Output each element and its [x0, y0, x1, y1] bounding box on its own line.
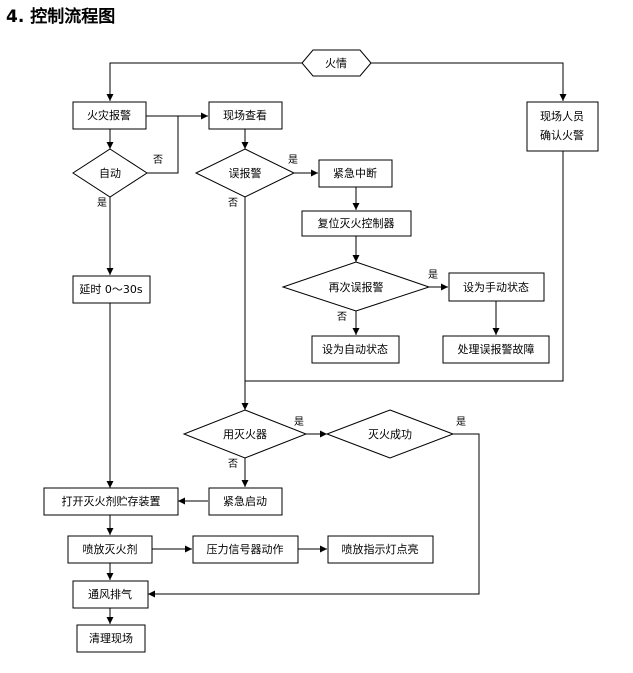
svg-text:喷放灭火剂: 喷放灭火剂: [83, 542, 138, 556]
edge-success-yes: [148, 433, 480, 598]
node-pressure-switch: 压力信号器动作: [192, 535, 299, 564]
svg-text:现场查看: 现场查看: [223, 108, 267, 122]
edge-fire-alarm: [106, 62, 302, 101]
svg-text:自动: 自动: [99, 167, 121, 180]
svg-text:火灾报警: 火灾报警: [87, 108, 131, 122]
svg-text:用灭火器: 用灭火器: [223, 428, 267, 441]
label-false-no: 否: [228, 197, 238, 209]
svg-text:设为手动状态: 设为手动状态: [463, 280, 529, 294]
node-set-auto: 设为自动状态: [311, 335, 400, 364]
node-set-manual: 设为手动状态: [448, 272, 545, 302]
node-use-extinguisher-decision: 用灭火器: [182, 409, 308, 459]
svg-text:喷放指示灯点亮: 喷放指示灯点亮: [342, 542, 419, 556]
node-fire: 火情: [301, 49, 372, 77]
edge-confirm-extinguisher: [245, 151, 564, 382]
label-success-yes: 是: [456, 416, 466, 428]
node-emergency-start: 紧急启动: [208, 487, 283, 516]
edge-auto-no: [147, 116, 179, 174]
node-emergency-stop: 紧急中断: [318, 159, 393, 188]
node-handle-fault: 处理误报警故障: [442, 335, 550, 364]
svg-text:误报警: 误报警: [229, 166, 262, 180]
page-title: 4. 控制流程图: [6, 7, 116, 27]
label-auto-no: 否: [153, 154, 163, 166]
node-false-alarm-decision: 误报警: [194, 148, 296, 198]
svg-text:紧急启动: 紧急启动: [223, 494, 267, 508]
svg-text:设为自动状态: 设为自动状态: [322, 342, 388, 356]
svg-text:灭火成功: 灭火成功: [368, 428, 412, 441]
node-success-decision: 灭火成功: [325, 409, 455, 459]
node-ventilate: 通风排气: [72, 580, 149, 609]
svg-text:延时 0～30s: 延时 0～30s: [79, 283, 142, 296]
label-again-yes: 是: [428, 269, 438, 281]
node-inspect: 现场查看: [208, 101, 283, 130]
label-again-no: 否: [337, 311, 347, 323]
node-alarm: 火灾报警: [72, 101, 147, 130]
edge-fire-confirm: [371, 62, 567, 101]
svg-text:通风排气: 通风排气: [88, 587, 132, 601]
svg-text:火情: 火情: [325, 57, 347, 70]
node-clean-site: 清理现场: [76, 624, 146, 653]
svg-text:再次误报警: 再次误报警: [329, 280, 384, 294]
node-indicator-light: 喷放指示灯点亮: [327, 535, 434, 564]
label-extinguisher-yes: 是: [294, 416, 304, 428]
svg-text:清理现场: 清理现场: [89, 631, 133, 645]
svg-text:现场人员: 现场人员: [540, 109, 584, 123]
svg-text:复位灭火控制器: 复位灭火控制器: [318, 216, 395, 230]
node-reset-controller: 复位灭火控制器: [301, 210, 412, 237]
node-confirm: 现场人员 确认火警: [526, 101, 599, 152]
label-auto-yes: 是: [97, 197, 107, 209]
node-spray: 喷放灭火剂: [67, 535, 153, 564]
svg-text:压力信号器动作: 压力信号器动作: [207, 543, 284, 556]
node-open-storage: 打开灭火剂贮存装置: [43, 487, 179, 516]
svg-text:确认火警: 确认火警: [540, 128, 584, 142]
node-again-false-decision: 再次误报警: [281, 261, 431, 312]
svg-text:紧急中断: 紧急中断: [333, 166, 377, 180]
label-false-yes: 是: [288, 154, 298, 166]
node-auto-decision: 自动: [72, 148, 148, 198]
node-delay: 延时 0～30s: [72, 275, 151, 304]
svg-text:处理误报警故障: 处理误报警故障: [458, 342, 535, 356]
svg-text:打开灭火剂贮存装置: 打开灭火剂贮存装置: [62, 494, 161, 508]
label-extinguisher-no: 否: [228, 458, 238, 470]
